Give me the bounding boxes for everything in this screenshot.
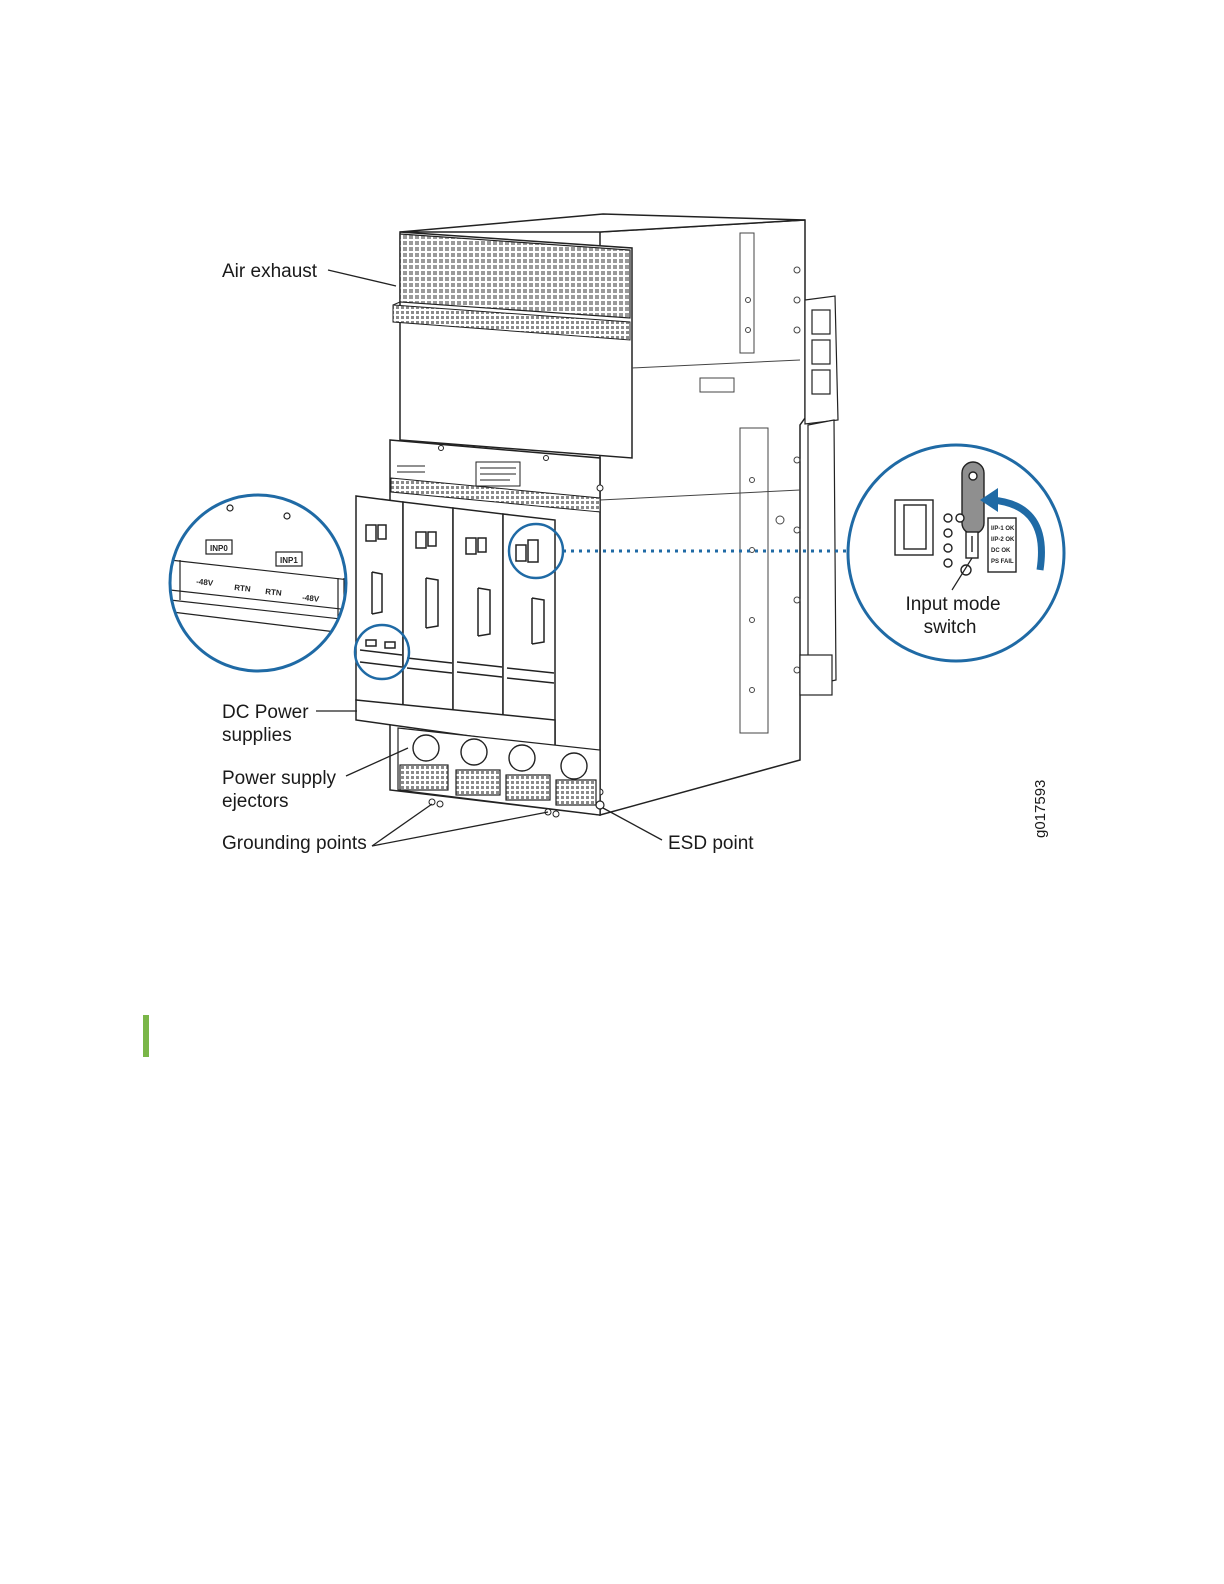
grounding-points-label: Grounding points <box>222 833 367 854</box>
ejectors-label-line1: Power supply <box>222 768 337 789</box>
led-label-2: I/P-2 OK <box>991 537 1015 543</box>
ejector-1 <box>413 735 439 761</box>
ejector-4 <box>561 753 587 779</box>
dc-power-label-line1: DC Power <box>222 702 309 723</box>
input-mode-switch-detail-view: I/P-1 OK I/P-2 OK DC OK PS FAIL Input mo… <box>848 445 1064 661</box>
air-exhaust-label: Air exhaust <box>222 261 318 282</box>
inp1-label: INP1 <box>280 556 298 565</box>
esd-point <box>596 801 604 809</box>
inp0-label: INP0 <box>210 544 228 553</box>
ejector-3 <box>509 745 535 771</box>
input-mode-label-line1: Input mode <box>905 594 1000 615</box>
terminal-detail-view: INP0 INP1 -48V RTN RTN -48V <box>170 495 350 671</box>
esd-point-label: ESD point <box>668 833 754 854</box>
terminal-label-4: -48V <box>302 593 320 604</box>
led-label-1: I/P-1 OK <box>991 526 1015 532</box>
note-accent-bar <box>143 1015 149 1057</box>
air-exhaust-grille <box>393 234 630 340</box>
ejectors-label-line2: ejectors <box>222 791 289 812</box>
psu-2 <box>403 502 453 716</box>
terminal-label-1: -48V <box>196 577 214 588</box>
dc-power-supplies <box>356 496 555 748</box>
led-label-4: PS FAIL <box>991 559 1014 565</box>
cable-management-bracket <box>800 296 838 695</box>
terminal-label-2: RTN <box>234 583 252 594</box>
psu-4 <box>503 514 555 748</box>
ejector-2 <box>461 739 487 765</box>
dc-power-label-line2: supplies <box>222 725 292 746</box>
psu-3 <box>453 508 503 722</box>
figure-id: g017593 <box>1032 780 1049 838</box>
terminal-label-3: RTN <box>265 587 283 598</box>
input-mode-label-line2: switch <box>924 617 977 638</box>
led-label-3: DC OK <box>991 548 1011 554</box>
